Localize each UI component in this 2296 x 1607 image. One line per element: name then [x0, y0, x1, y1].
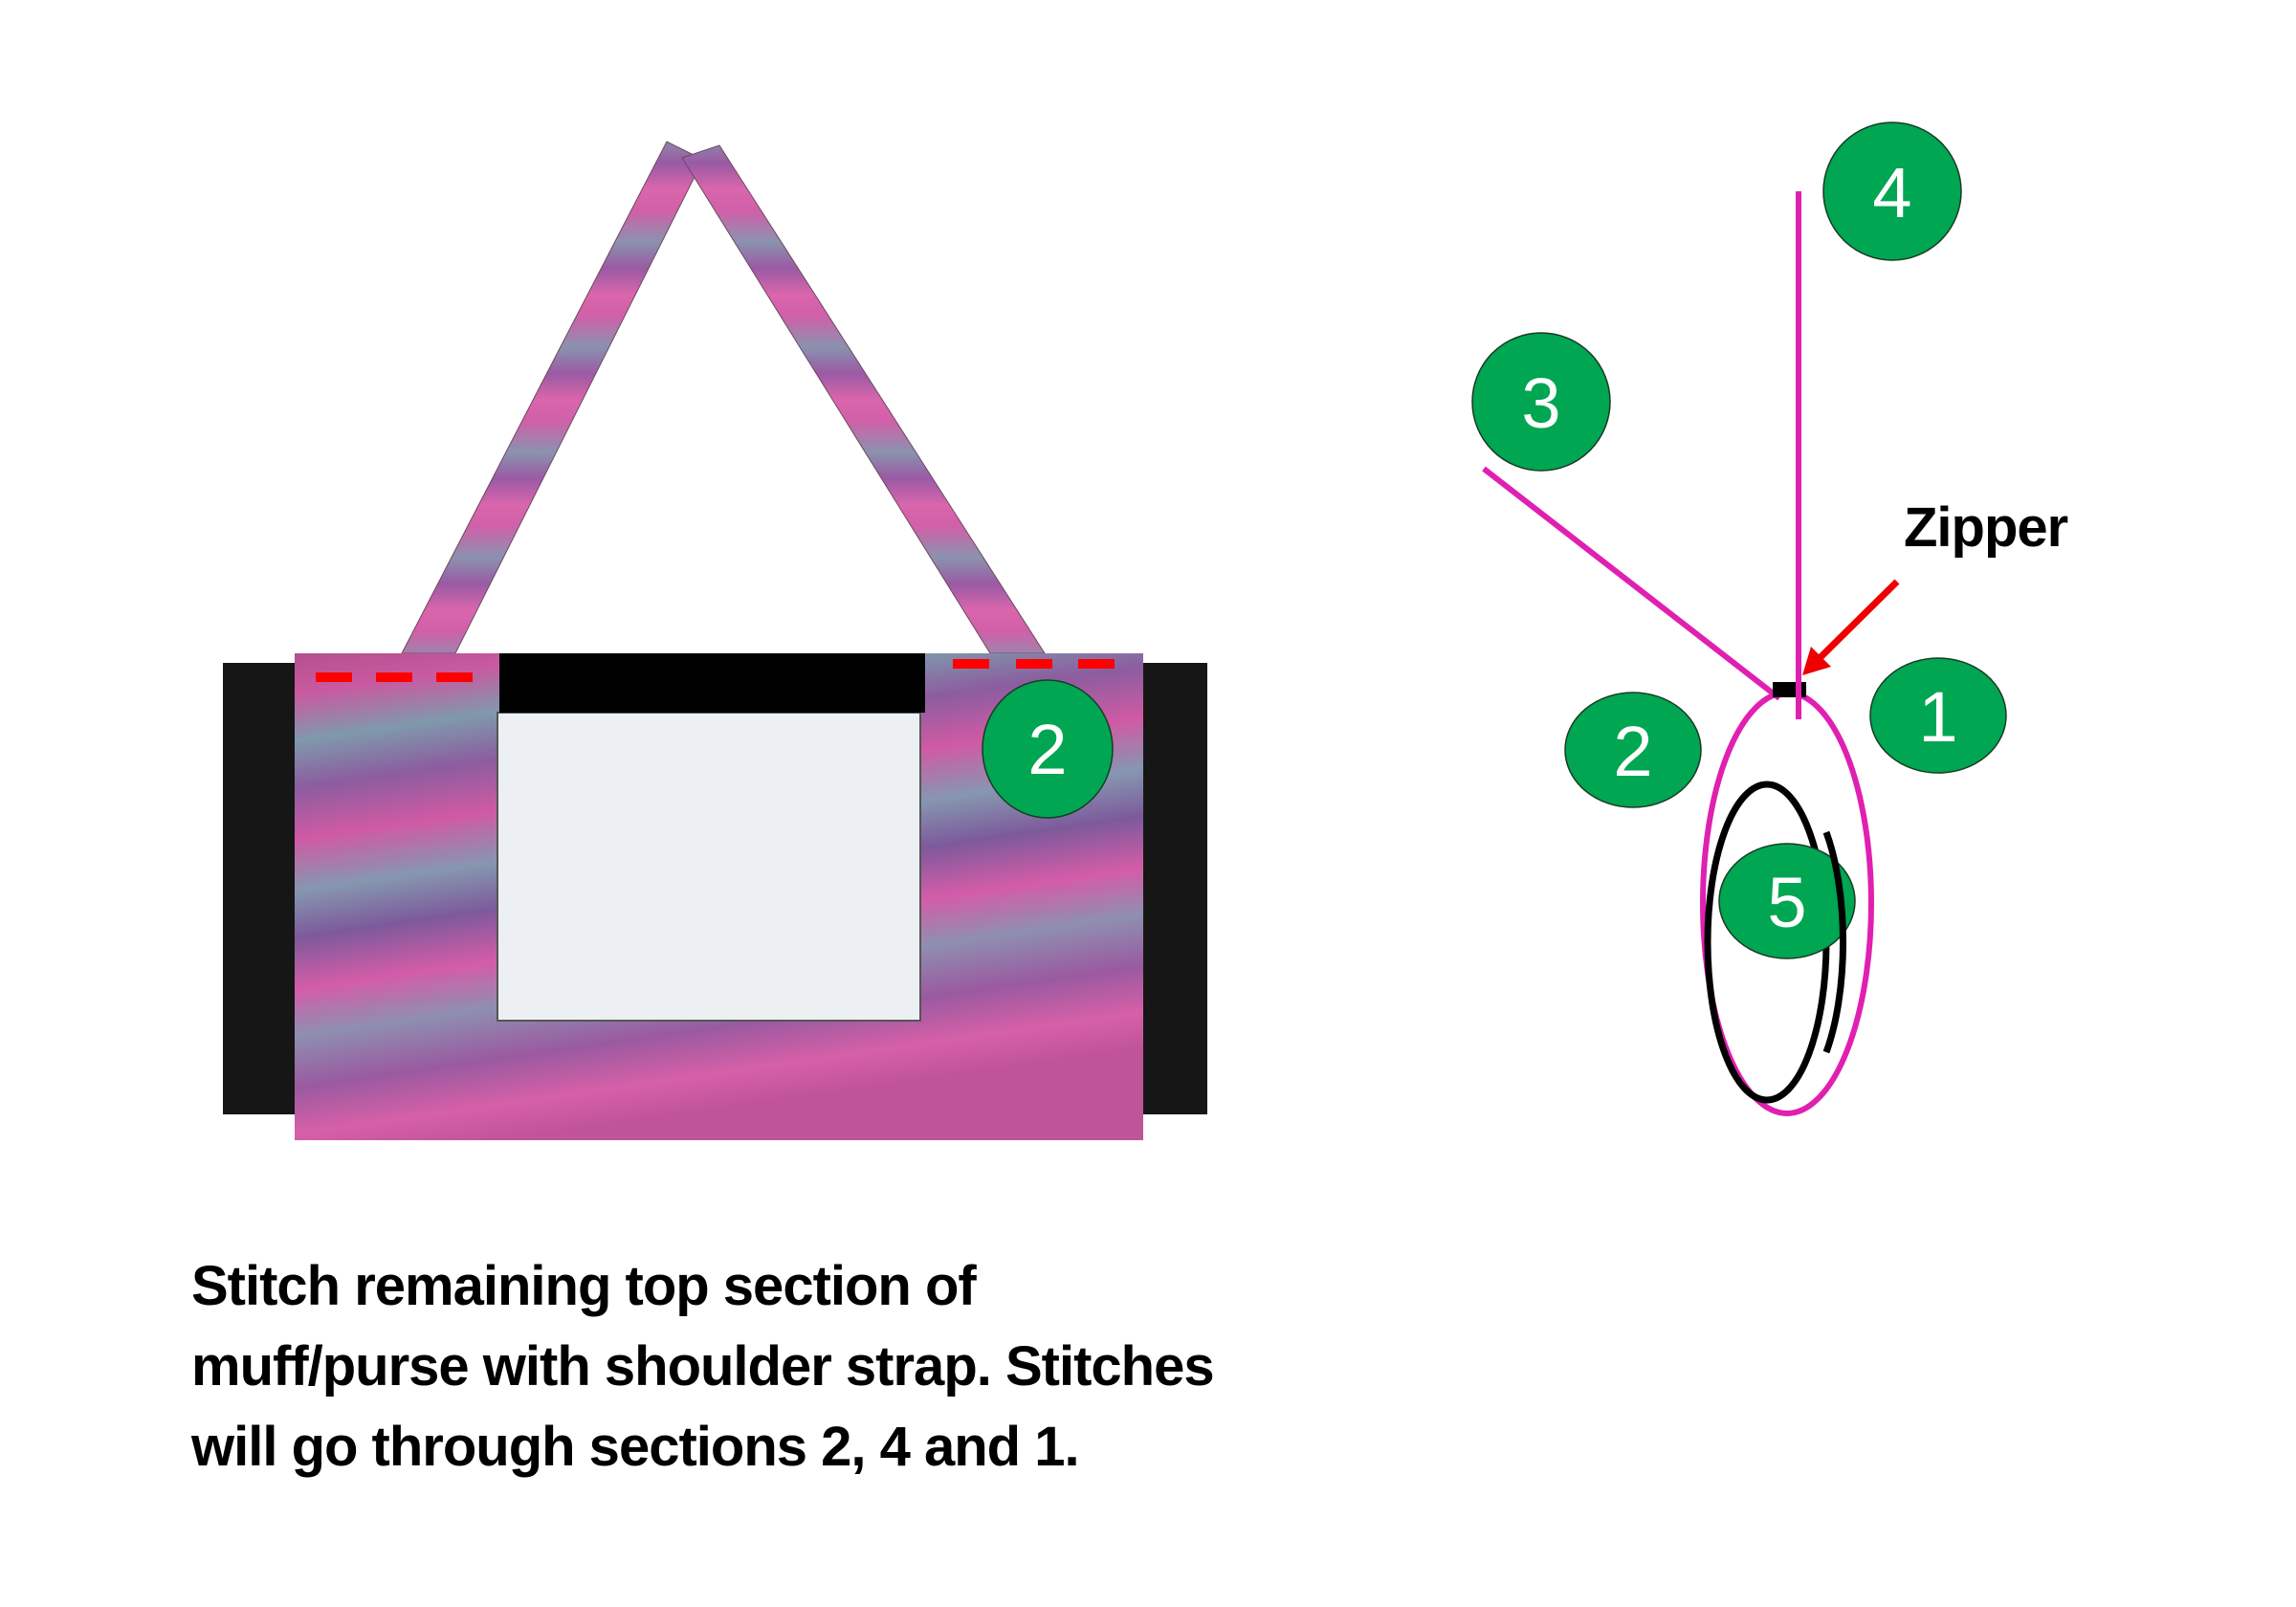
shoulder-strap — [401, 141, 1046, 654]
caption-line-1: Stitch remaining top section of — [191, 1255, 977, 1317]
stitch-line-left — [316, 672, 473, 682]
zipper-arrow-icon — [1802, 579, 1900, 675]
section-marker-3: 3 — [1471, 332, 1611, 472]
section-marker-4: 4 — [1822, 121, 1962, 261]
section-3-line — [1482, 466, 1781, 701]
stitch-line-right — [953, 659, 1115, 669]
svg-text:2: 2 — [1027, 710, 1067, 789]
right-side-panel — [1142, 663, 1207, 1114]
section-marker-5: 5 — [1718, 843, 1856, 959]
instruction-caption: Stitch remaining top section of muff/pur… — [191, 1246, 1435, 1487]
svg-text:4: 4 — [1872, 153, 1911, 232]
section-marker-2-bag: 2 — [982, 679, 1114, 819]
svg-text:5: 5 — [1767, 863, 1806, 942]
zipper-label: Zipper — [1904, 496, 2068, 559]
section-marker-2: 2 — [1564, 692, 1702, 808]
purse-window — [497, 653, 925, 1022]
section-marker-1: 1 — [1869, 657, 2007, 774]
svg-text:2: 2 — [1613, 712, 1652, 791]
left-side-panel — [223, 663, 296, 1114]
cross-section-diagram — [1482, 191, 1900, 1116]
caption-line-2: muff/purse with shoulder strap. Stitches — [191, 1335, 1215, 1398]
caption-line-3: will go through sections 2, 4 and 1. — [191, 1416, 1080, 1478]
inner-layer-overlay — [1822, 830, 1847, 1054]
svg-text:1: 1 — [1918, 677, 1957, 757]
svg-text:3: 3 — [1521, 363, 1560, 443]
